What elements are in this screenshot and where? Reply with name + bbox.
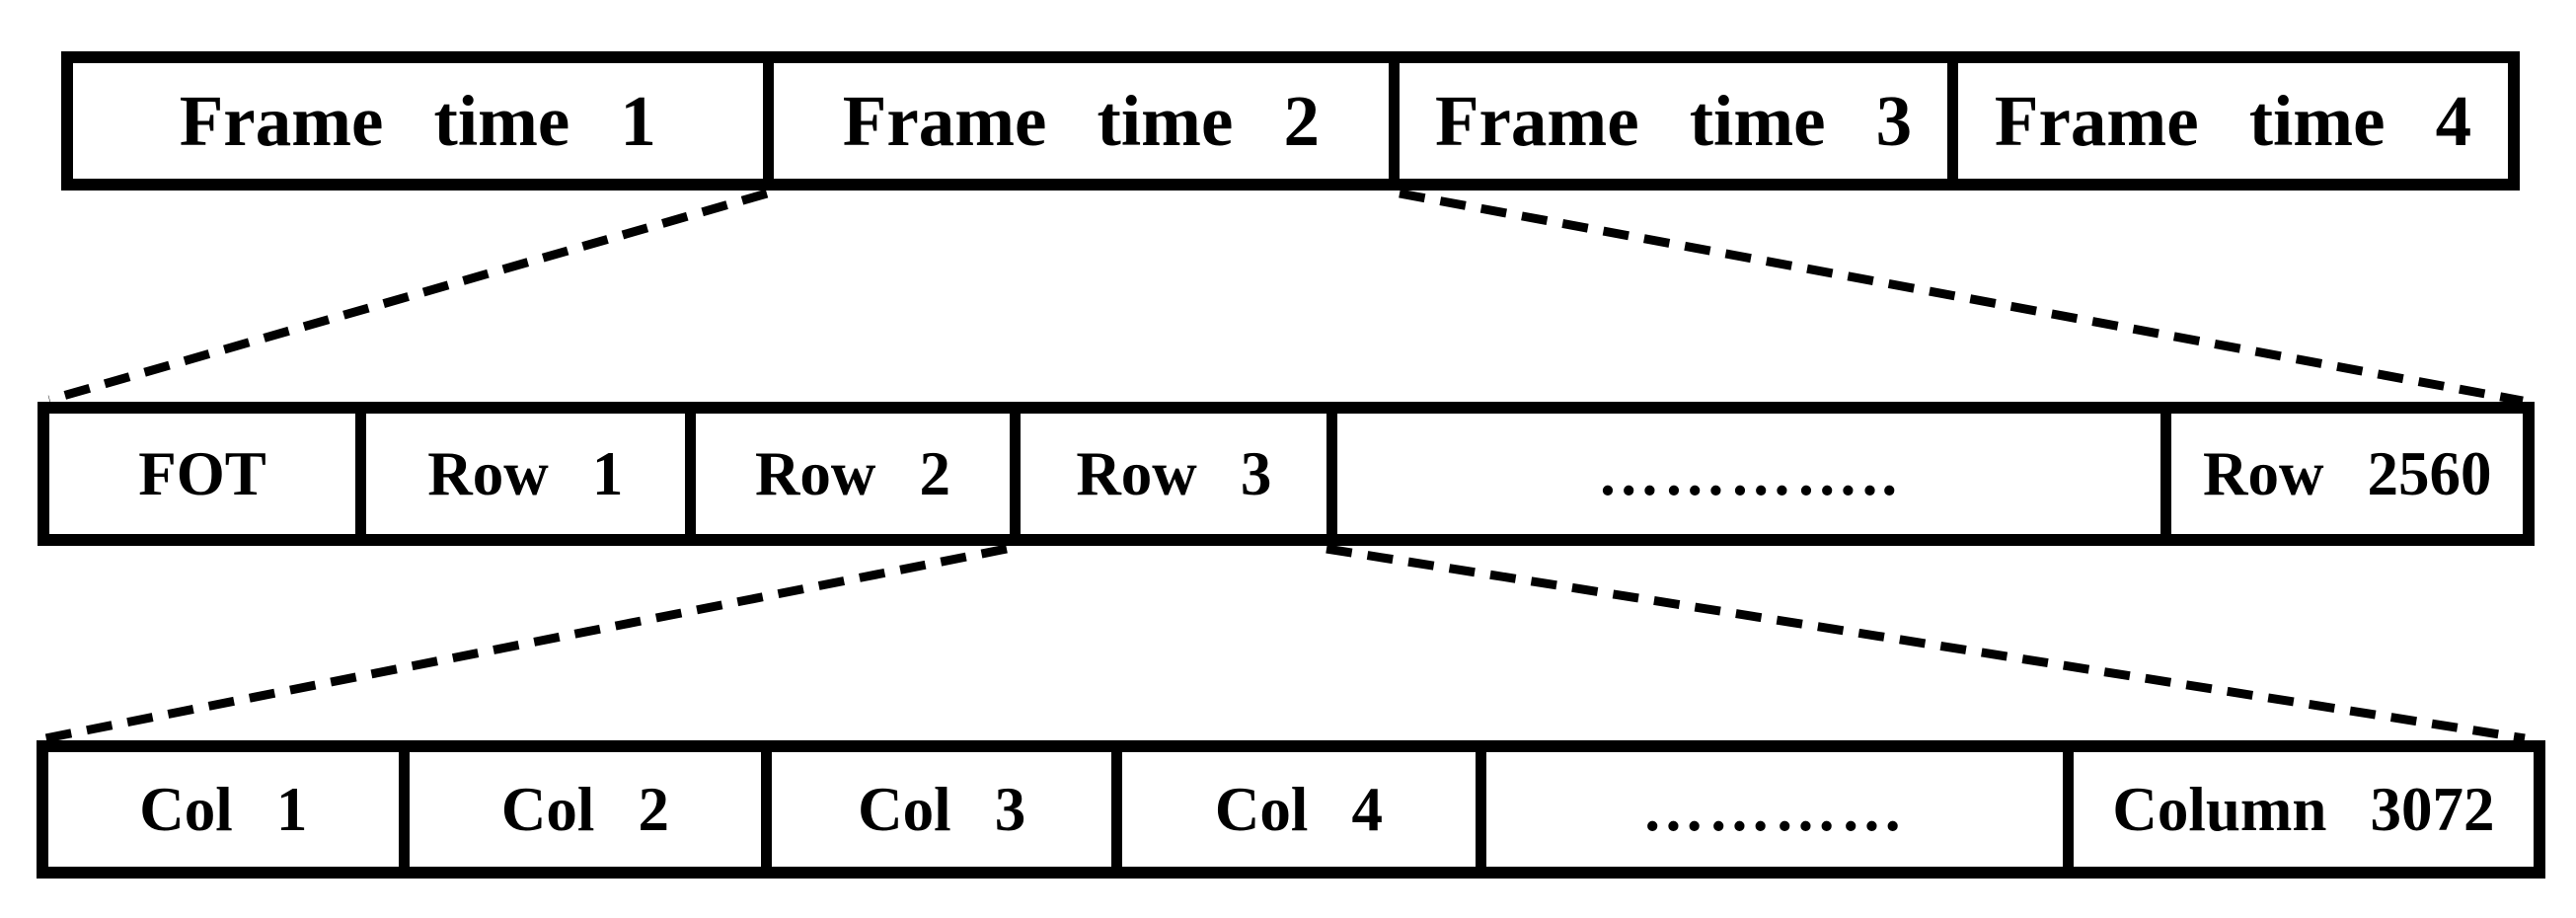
- frame-time-1-label: Frame time 1: [179, 80, 656, 161]
- row-2560-label: Row 2560: [2202, 438, 2492, 508]
- row-1-label: Row 1: [427, 438, 624, 508]
- frame-time-1-cell: Frame time 1: [73, 63, 774, 179]
- fot-label: FOT: [138, 438, 266, 508]
- col-ellipsis-cell: …………: [1486, 752, 2074, 867]
- frame-time-bar: Frame time 1 Frame time 2 Frame time 3 F…: [61, 51, 2520, 191]
- frame-time-2-cell: Frame time 2: [774, 63, 1401, 179]
- col-2-cell: Col 2: [410, 752, 773, 867]
- frame-time-4-cell: Frame time 4: [1958, 63, 2508, 179]
- row3-to-colbar-left-connector: [44, 544, 1008, 743]
- frame2-to-rowbar-right-connector: [1399, 189, 2524, 406]
- frame-time-3-label: Frame time 3: [1434, 80, 1913, 161]
- frame-time-4-label: Frame time 4: [1994, 80, 2472, 161]
- row-ellipsis-label: …………..: [1597, 438, 1902, 508]
- col-ellipsis-label: …………: [1641, 774, 1907, 844]
- col-4-cell: Col 4: [1122, 752, 1486, 867]
- frame-time-2-label: Frame time 2: [842, 80, 1320, 161]
- column-3072-label: Column 3072: [2112, 774, 2495, 844]
- col-2-label: Col 2: [500, 774, 669, 844]
- row3-to-colbar-right-connector: [1326, 544, 2526, 743]
- row-ellipsis-cell: …………..: [1337, 414, 2172, 534]
- row-3-label: Row 3: [1076, 438, 1272, 508]
- frame-time-3-cell: Frame time 3: [1400, 63, 1959, 179]
- col-3-label: Col 3: [858, 774, 1026, 844]
- col-4-label: Col 4: [1214, 774, 1383, 844]
- row-2-cell: Row 2: [696, 414, 1022, 534]
- row-2-label: Row 2: [754, 438, 951, 508]
- column-3072-cell: Column 3072: [2074, 752, 2534, 867]
- row-3-cell: Row 3: [1021, 414, 1338, 534]
- fot-cell: FOT: [49, 414, 367, 534]
- col-1-cell: Col 1: [48, 752, 410, 867]
- row-sequence-bar: FOT Row 1 Row 2 Row 3 ………….. Row 2560: [38, 402, 2535, 546]
- row-1-cell: Row 1: [366, 414, 696, 534]
- frame2-to-rowbar-left-connector: [47, 189, 769, 405]
- col-3-cell: Col 3: [772, 752, 1123, 867]
- column-sequence-bar: Col 1 Col 2 Col 3 Col 4 ………… Column 3072: [37, 740, 2545, 879]
- col-1-label: Col 1: [139, 774, 308, 844]
- row-2560-cell: Row 2560: [2171, 414, 2523, 534]
